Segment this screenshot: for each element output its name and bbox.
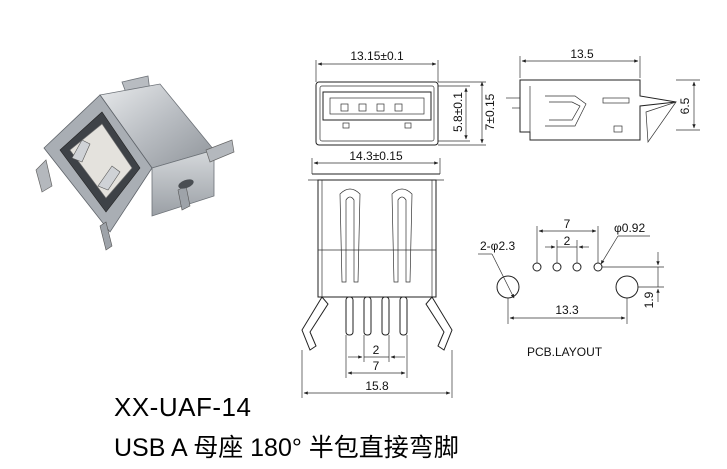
side-length-dim: 13.5 bbox=[570, 47, 594, 61]
front-outer-height-dim: 7±0.15 bbox=[483, 93, 497, 130]
pcb-mount-hole-dim: 2-φ2.3 bbox=[480, 239, 515, 253]
top-pin-span-dim: 7 bbox=[373, 359, 380, 373]
connector-render bbox=[35, 75, 235, 251]
front-inner-height-dim: 5.8±0.1 bbox=[451, 92, 465, 132]
front-width-dim: 13.15±0.1 bbox=[350, 49, 404, 63]
product-description: USB A 母座 180° 半包直接弯脚 bbox=[114, 434, 459, 462]
top-shell-width-dim: 14.3±0.15 bbox=[349, 149, 403, 163]
side-height-dim: 6.5 bbox=[678, 97, 692, 114]
pcb-pin-hole-dim: φ0.92 bbox=[614, 221, 645, 235]
model-number: XX-UAF-14 bbox=[114, 392, 252, 422]
pcb-pin-pitch-dim: 2 bbox=[564, 234, 571, 248]
top-pin-pitch-dim: 2 bbox=[373, 343, 380, 357]
side-view: 13.5 6.5 bbox=[506, 47, 700, 144]
pcb-layout-label: PCB.LAYOUT bbox=[527, 345, 603, 359]
pcb-layout: 7 2 φ0.92 2-φ2.3 13.3 1.9 PCB.LAYOUT bbox=[478, 217, 664, 359]
pcb-mount-span-dim: 13.3 bbox=[555, 303, 579, 317]
pcb-pin-span-dim: 7 bbox=[564, 217, 571, 231]
top-view: 14.3±0.15 2 7 15.8 bbox=[301, 149, 453, 398]
top-leg-span-dim: 15.8 bbox=[365, 379, 389, 393]
front-view: 13.15±0.1 5.8±0.1 7±0.15 bbox=[315, 49, 497, 146]
pcb-offset-dim: 1.9 bbox=[642, 291, 656, 308]
